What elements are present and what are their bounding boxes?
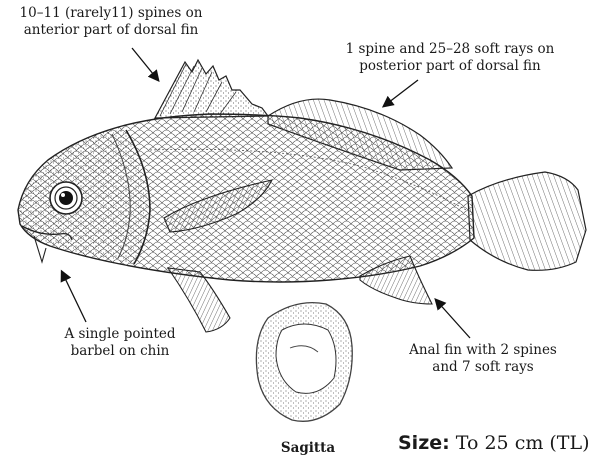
arrow-barbel bbox=[62, 272, 86, 322]
size-label: Size: bbox=[398, 432, 450, 454]
size-info: Size: To 25 cm (TL) bbox=[398, 432, 598, 454]
sagitta-label: Sagitta bbox=[268, 440, 348, 456]
arrow-dorsal-soft-rays bbox=[384, 80, 418, 106]
caudal-fin bbox=[468, 172, 586, 270]
arrow-dorsal-spines bbox=[132, 48, 158, 80]
sagitta-otolith bbox=[256, 303, 352, 422]
size-value: To 25 cm (TL) bbox=[456, 432, 590, 454]
arrow-anal-fin bbox=[436, 300, 470, 338]
